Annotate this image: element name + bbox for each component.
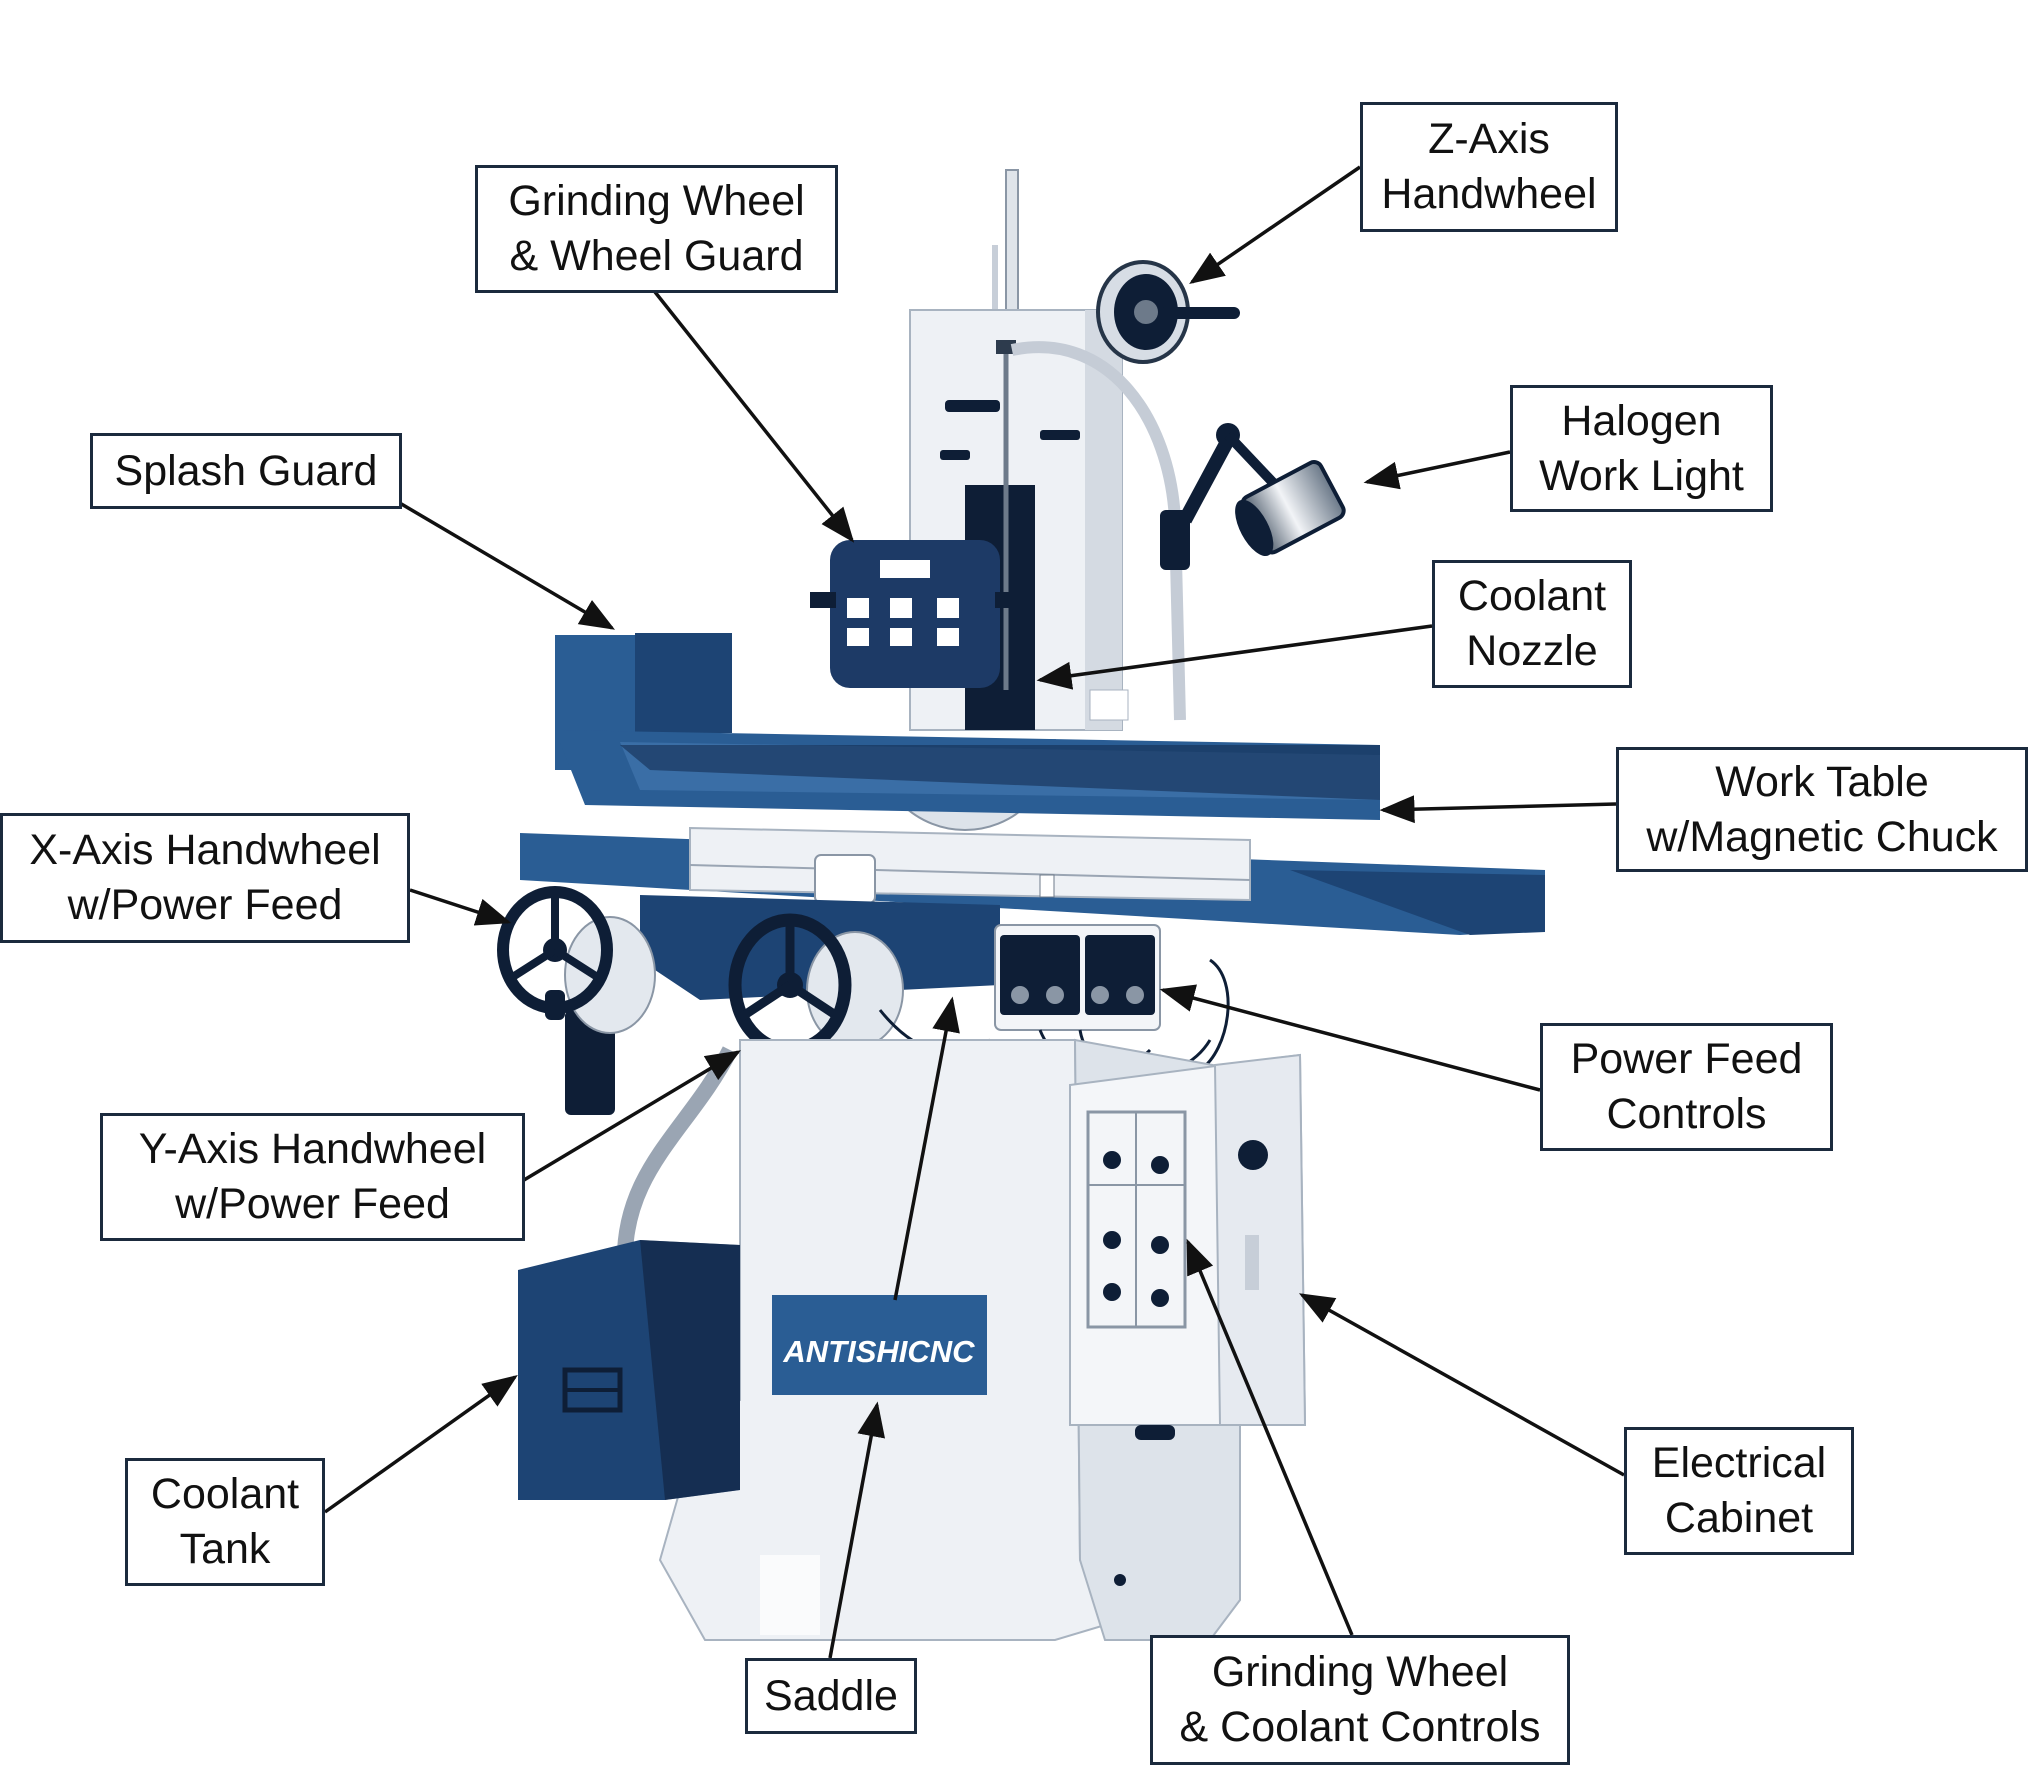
arrow-electrical-cabinet bbox=[1298, 1293, 1625, 1477]
arrow-work-table bbox=[1379, 795, 1617, 824]
label-coolant-nozzle: Coolant Nozzle bbox=[1432, 560, 1632, 688]
label-halogen-light: Halogen Work Light bbox=[1510, 385, 1773, 512]
label-grinding-wheel-guard: Grinding Wheel & Wheel Guard bbox=[475, 165, 838, 293]
label-coolant-nozzle-line1: Coolant bbox=[1457, 572, 1607, 620]
label-saddle-line1: Saddle bbox=[764, 1671, 898, 1720]
label-power-feed-controls-line1: Power Feed bbox=[1570, 1035, 1803, 1083]
label-x-axis-handwheel: X-Axis Handwheel w/Power Feed bbox=[0, 813, 410, 943]
label-work-table-line2: w/Magnetic Chuck bbox=[1646, 812, 1998, 861]
label-halogen-light-line2: Work Light bbox=[1539, 451, 1744, 500]
brand-logo-text: ANTISHICNC bbox=[782, 1334, 975, 1369]
label-electrical-cabinet-line1: Electrical bbox=[1651, 1439, 1827, 1487]
label-wheel-coolant-controls-line1: Grinding Wheel bbox=[1211, 1648, 1509, 1696]
arrow-coolant-nozzle bbox=[1036, 624, 1433, 690]
label-coolant-tank: Coolant Tank bbox=[125, 1458, 325, 1586]
label-coolant-tank-line2: Tank bbox=[179, 1525, 271, 1573]
arrow-x-axis-handwheel bbox=[409, 888, 512, 926]
x-axis-handwheel-drawing bbox=[497, 886, 656, 1115]
arrow-power-feed-controls bbox=[1159, 984, 1541, 1092]
label-z-axis-handwheel-line1: Z-Axis bbox=[1428, 115, 1550, 163]
label-coolant-nozzle-line2: Nozzle bbox=[1466, 627, 1598, 675]
label-x-axis-handwheel-line1: X-Axis Handwheel bbox=[29, 826, 381, 874]
label-saddle: Saddle bbox=[745, 1658, 917, 1734]
arrow-grinding-wheel-guard bbox=[653, 290, 855, 543]
arrow-saddle-upper bbox=[893, 996, 960, 1301]
label-halogen-light-line1: Halogen bbox=[1561, 396, 1722, 445]
electrical-cabinet-drawing bbox=[1069, 1053, 1307, 1440]
label-y-axis-handwheel-line2: w/Power Feed bbox=[175, 1180, 450, 1228]
brand-plate: ANTISHICNC bbox=[772, 1295, 987, 1395]
arrow-coolant-tank bbox=[323, 1374, 518, 1514]
label-work-table: Work Table w/Magnetic Chuck bbox=[1616, 747, 2028, 872]
halogen-light-drawing bbox=[1160, 423, 1346, 570]
label-x-axis-handwheel-line2: w/Power Feed bbox=[67, 881, 343, 929]
label-z-axis-handwheel: Z-Axis Handwheel bbox=[1360, 102, 1618, 232]
label-y-axis-handwheel: Y-Axis Handwheel w/Power Feed bbox=[100, 1113, 525, 1241]
label-work-table-line1: Work Table bbox=[1715, 757, 1929, 806]
table-assembly bbox=[520, 633, 1545, 1000]
label-power-feed-controls: Power Feed Controls bbox=[1540, 1023, 1833, 1151]
label-splash-guard: Splash Guard bbox=[90, 433, 402, 509]
arrow-wheel-coolant-controls bbox=[1186, 1238, 1354, 1636]
label-wheel-coolant-controls: Grinding Wheel & Coolant Controls bbox=[1150, 1635, 1570, 1765]
label-splash-guard-line1: Splash Guard bbox=[114, 446, 378, 495]
label-electrical-cabinet-line2: Cabinet bbox=[1664, 1494, 1814, 1542]
arrow-halogen-light bbox=[1363, 450, 1511, 490]
label-grinding-wheel-guard-line1: Grinding Wheel bbox=[508, 177, 805, 225]
arrow-z-axis-handwheel bbox=[1189, 165, 1361, 284]
z-axis-handwheel-drawing bbox=[1096, 260, 1240, 364]
label-electrical-cabinet: Electrical Cabinet bbox=[1624, 1427, 1854, 1555]
power-feed-box-drawing bbox=[994, 924, 1230, 1078]
arrow-saddle bbox=[828, 1401, 886, 1659]
label-coolant-tank-line1: Coolant bbox=[150, 1470, 300, 1518]
label-y-axis-handwheel-line1: Y-Axis Handwheel bbox=[138, 1125, 487, 1173]
label-wheel-coolant-controls-line2: & Coolant Controls bbox=[1179, 1703, 1541, 1751]
arrow-splash-guard bbox=[397, 500, 616, 630]
label-z-axis-handwheel-line2: Handwheel bbox=[1381, 170, 1597, 218]
label-power-feed-controls-line2: Controls bbox=[1606, 1090, 1767, 1138]
arrow-y-axis-handwheel bbox=[523, 1050, 742, 1182]
label-grinding-wheel-guard-line2: & Wheel Guard bbox=[509, 232, 804, 280]
